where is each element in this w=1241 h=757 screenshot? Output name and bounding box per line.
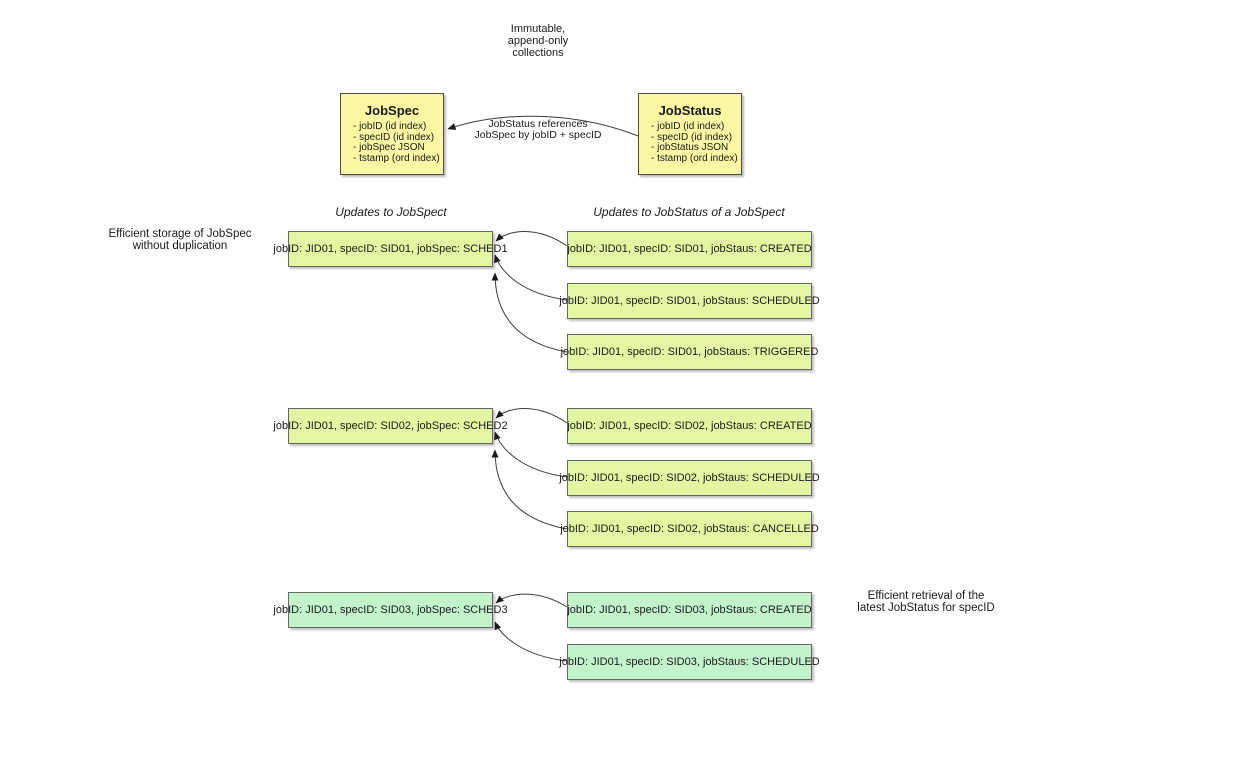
jobspec-record-sid02: jobID: JID01, specID: SID02, jobSpec: SC… xyxy=(273,408,508,444)
jobspec-field: - jobSpec JSON xyxy=(353,142,425,153)
jobstatus-record-sid01-scheduled: jobID: JID01, specID: SID01, jobStaus: S… xyxy=(559,283,820,319)
jobspec-field: - jobID (id index) xyxy=(353,121,427,132)
jobstatus-record-sid03-scheduled: jobID: JID01, specID: SID03, jobStaus: S… xyxy=(559,644,820,680)
jobstatus-collection-box: JobStatus - jobID (id index) - specID (i… xyxy=(638,93,742,175)
group1-status2-arrow xyxy=(491,272,568,353)
note-line: latest JobStatus for specID xyxy=(857,602,995,614)
jobspec-field: - tstamp (ord index) xyxy=(353,152,440,164)
reference-label-line: JobStatus references xyxy=(488,118,588,130)
efficient-storage-note: Efficient storage of JobSpec without dup… xyxy=(80,228,280,252)
jobstatus-field: - tstamp (ord index) xyxy=(651,152,738,164)
jobstatus-record-sid02-created: jobID: JID01, specID: SID02, jobStaus: C… xyxy=(567,408,812,444)
jobstatus-record-sid01-triggered: jobID: JID01, specID: SID01, jobStaus: T… xyxy=(561,334,818,370)
jobstatus-record-sid03-created: jobID: JID01, specID: SID03, jobStaus: C… xyxy=(567,592,812,628)
efficient-retrieval-note: Efficient retrieval of the latest JobSta… xyxy=(806,590,1046,614)
note-line: Immutable, xyxy=(510,23,566,35)
jobstatus-title: JobStatus xyxy=(658,103,722,118)
jobstatus-field: - jobID (id index) xyxy=(651,121,725,132)
group2-status1-arrow xyxy=(494,431,568,478)
note-line: Efficient retrieval of the xyxy=(867,590,985,602)
jobspec-title: JobSpec xyxy=(364,103,420,118)
jobspec-field: - specID (id index) xyxy=(353,131,435,143)
note-line: collections xyxy=(512,47,564,59)
jobspec-collection-box: JobSpec - jobID (id index) - specID (id … xyxy=(340,93,444,175)
group1-status1-arrow xyxy=(494,254,568,301)
note-line: append-only xyxy=(507,35,569,47)
reference-label-line: JobSpec by jobID + specID xyxy=(474,129,602,141)
jobstatus-record-sid02-scheduled: jobID: JID01, specID: SID02, jobStaus: S… xyxy=(559,460,820,496)
jobspec-record-sid03: jobID: JID01, specID: SID03, jobSpec: SC… xyxy=(273,592,508,628)
column-header-jobstatus-updates: Updates to JobStatus of a JobSpect xyxy=(593,205,785,219)
note-line: Efficient storage of JobSpec xyxy=(108,228,252,240)
group2-status2-arrow xyxy=(491,449,568,530)
column-header-jobspec-updates: Updates to JobSpect xyxy=(335,205,447,219)
note-line: without duplication xyxy=(132,240,228,252)
jobstatus-field: - specID (id index) xyxy=(651,131,733,143)
jobstatus-record-sid01-created: jobID: JID01, specID: SID01, jobStaus: C… xyxy=(567,231,812,267)
group3-status1-arrow xyxy=(494,621,568,662)
immutable-collections-note: Immutable, append-only collections xyxy=(438,23,638,59)
reference-arrow-label: JobStatus references JobSpec by jobID + … xyxy=(438,119,638,141)
jobspec-record-sid01: jobID: JID01, specID: SID01, jobSpec: SC… xyxy=(273,231,508,267)
jobstatus-field: - jobStatus JSON xyxy=(651,142,729,153)
jobstatus-record-sid02-cancelled: jobID: JID01, specID: SID02, jobStaus: C… xyxy=(560,511,819,547)
